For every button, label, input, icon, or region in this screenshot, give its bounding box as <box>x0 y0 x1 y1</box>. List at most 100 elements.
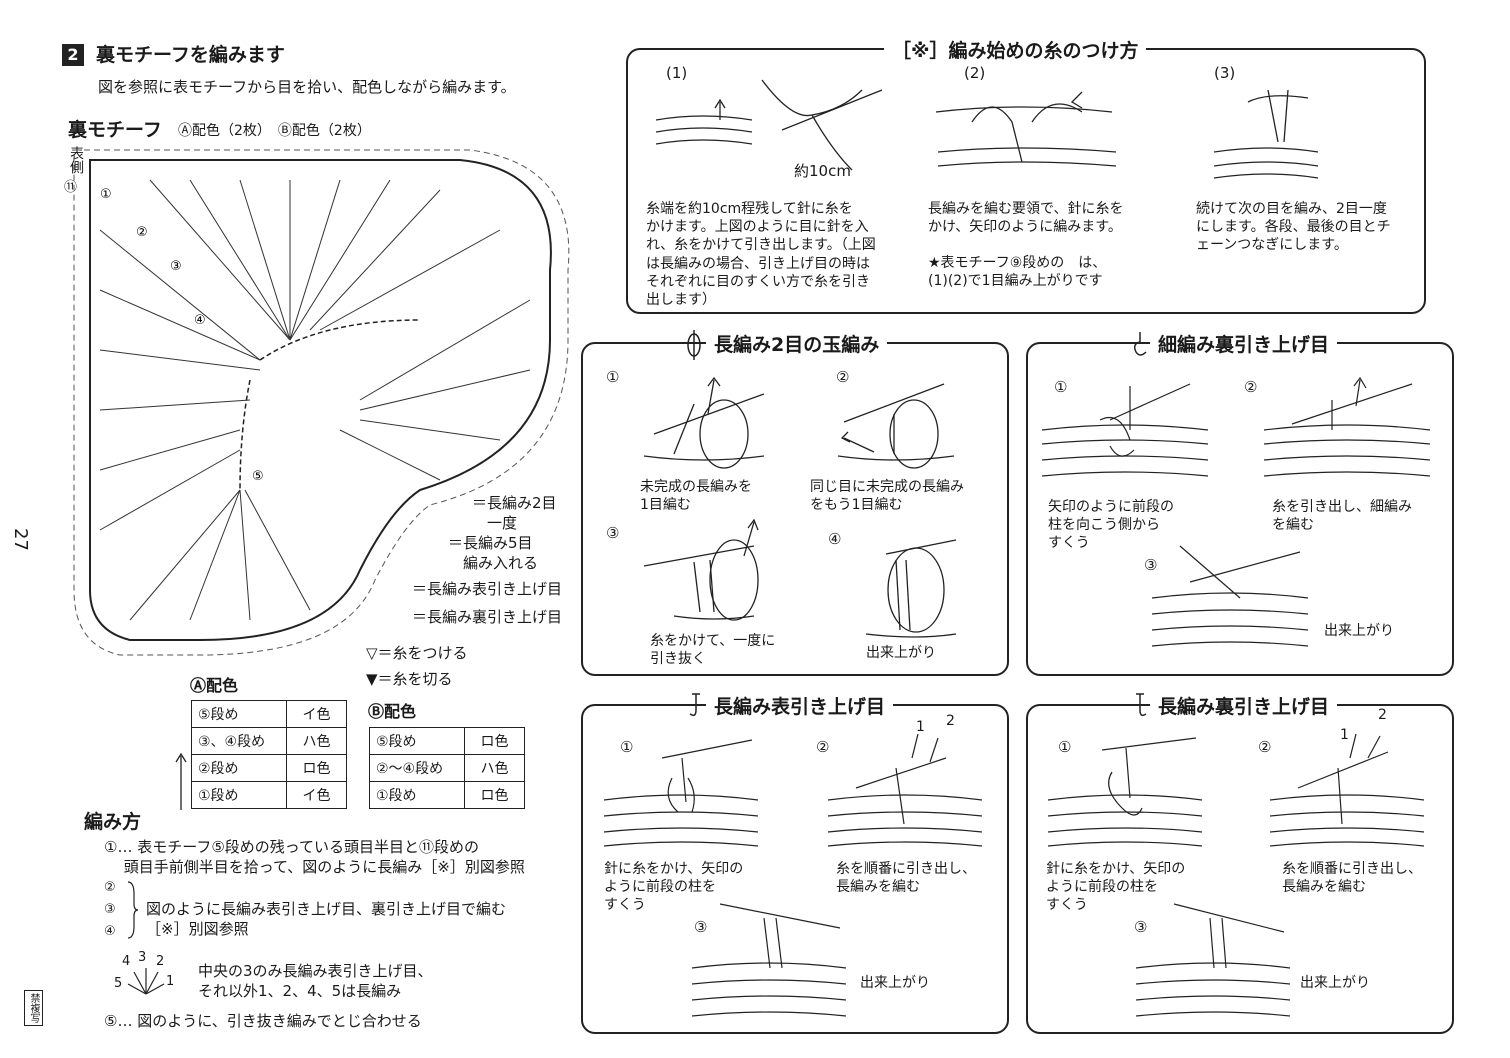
panel-fpdc-title: 長編み表引き上げ目 <box>706 692 894 719</box>
bpsc-step-2-text: 糸を引き出し、細編み を編む <box>1272 499 1412 534</box>
copyright-tag: 禁複写 <box>24 990 43 1026</box>
bpdc-icon <box>1136 693 1147 717</box>
puff-stitch-icon <box>687 330 701 360</box>
fpdc-step-2-illustration <box>827 733 983 847</box>
bpdc-step-3-illustration <box>1135 903 1291 1017</box>
bpsc-step-1-num: ① <box>1054 378 1068 396</box>
bpdc-step-1-illustration <box>1047 737 1203 847</box>
svg-text:⑤: ⑤ <box>252 469 264 484</box>
bpdc-arrow-2: 2 <box>1378 707 1387 723</box>
method-step-5: ⑤… 図のように、引き抜き編みでとじ合わせる <box>104 1012 422 1030</box>
table-row: ②〜④段めハ色 <box>369 754 525 782</box>
section-intro: 図を参照に表モチーフから目を拾い、配色しながら編みます。 <box>98 78 516 96</box>
puff-step-3-text: 糸をかけて、一度に 引き抜く <box>650 633 776 668</box>
method-title: 編み方 <box>84 811 142 833</box>
start-step-1-illustration <box>655 79 883 171</box>
fan-label-5: 5 <box>114 976 123 991</box>
svg-text:④: ④ <box>194 313 206 328</box>
start-star-note: ★表モチーフ⑨段めの は、 (1)(2)で1目編み上がりです <box>928 255 1107 290</box>
legend-item: ＝長編み裏引き上げ目 <box>412 608 563 626</box>
panel-puff-title: 長編み2目の玉編み <box>706 330 888 357</box>
start-step-2-text: 長編みを編む要領で、針に糸を かけ、矢印のように編みます。 <box>928 201 1124 236</box>
start-step-1-num: (1) <box>666 64 688 82</box>
start-step-1-text: 糸端を約10cm程残して針に糸を かけます。上図のように目に針を入 れ、糸をかけ… <box>646 201 876 308</box>
fpdc-arrow-1: 1 <box>916 719 925 735</box>
brace-icon <box>127 881 139 939</box>
bpsc-step-2-illustration <box>1263 376 1431 477</box>
panel-bpsc-title: 細編み裏引き上げ目 <box>1150 330 1338 357</box>
fan-label-2: 2 <box>156 954 165 969</box>
bpdc-step-1-num: ① <box>1058 738 1072 756</box>
legend-item: ▽＝糸をつける <box>366 644 468 662</box>
table-row: ①段めイ色 <box>191 781 347 809</box>
fpdc-step-3-illustration <box>691 903 847 1017</box>
start-step-2-num: (2) <box>964 64 986 82</box>
start-step-3-num: (3) <box>1214 64 1236 82</box>
puff-step-2-num: ② <box>836 368 850 386</box>
bpsc-step-3-illustration <box>1151 545 1309 647</box>
bpsc-icon <box>1133 332 1147 356</box>
fpdc-icon <box>689 693 700 717</box>
method-step-1: ①… 表モチーフ⑤段めの残っている頭目半目と⑪段めの 頭目手前側半目を拾って、図… <box>104 838 525 876</box>
fan-stitch-icon <box>127 968 165 995</box>
puff-step-4-text: 出来上がり <box>866 645 936 661</box>
start-step-3-text: 続けて次の目を編み、2目一度 にします。各段、最後の目とチ ェーンつなぎにします… <box>1196 201 1391 254</box>
bpdc-step-3-text: 出来上がり <box>1300 975 1370 991</box>
bpsc-step-3-num: ③ <box>1144 556 1158 574</box>
panel-start-title: ［※］編み始めの糸のつけ方 <box>884 36 1147 63</box>
legend-item: ＝長編み5目 編み入れる <box>448 534 539 572</box>
bpdc-step-3-num: ③ <box>1134 918 1148 936</box>
diagram-subtitle: Ⓐ配色（2枚） Ⓑ配色（2枚） <box>178 123 371 139</box>
bpdc-step-2-num: ② <box>1258 738 1272 756</box>
method-step-2: 図のように長編み表引き上げ目、裏引き上げ目で編む ［※］別図参照 <box>146 900 507 938</box>
fpdc-step-2-num: ② <box>816 738 830 756</box>
bpdc-step-2-text: 糸を順番に引き出し、 長編みを編む <box>1282 861 1422 896</box>
page-number: 27 <box>10 528 31 551</box>
table-row: ②段めロ色 <box>191 754 347 782</box>
legend-item: ＝長編み表引き上げ目 <box>412 580 563 598</box>
bpdc-arrow-1: 1 <box>1340 727 1349 743</box>
puff-step-4-illustration <box>865 539 957 638</box>
side-label: 表側 <box>68 146 84 174</box>
bpsc-step-3-text: 出来上がり <box>1324 623 1394 639</box>
method-step-2-label: ② <box>104 880 116 895</box>
puff-step-3-num: ③ <box>606 524 620 542</box>
fpdc-step-3-num: ③ <box>694 918 708 936</box>
table-row: ⑤段めイ色 <box>191 700 347 728</box>
up-arrow-icon <box>175 752 187 810</box>
panel-bpdc-title: 長編み裏引き上げ目 <box>1150 692 1338 719</box>
bpdc-step-1-text: 針に糸をかけ、矢印の ように前段の柱を すくう <box>1046 861 1186 914</box>
fpdc-step-1-illustration <box>603 739 759 847</box>
round-11-label: ⑪ <box>64 180 78 195</box>
section-title: 裏モチーフを編みます <box>96 44 285 66</box>
table-row: ①段めロ色 <box>369 781 525 809</box>
color-table-b-title: Ⓑ配色 <box>368 702 417 721</box>
start-step-1-note: 約10cm <box>794 162 851 180</box>
legend-item: ＝長編み2目 一度 <box>472 494 557 532</box>
bpsc-step-2-num: ② <box>1244 378 1258 396</box>
table-row: ⑤段めロ色 <box>369 727 525 755</box>
table-row: ③、④段めハ色 <box>191 727 347 755</box>
fpdc-step-1-text: 針に糸をかけ、矢印の ように前段の柱を すくう <box>604 861 744 914</box>
section-number: 2 <box>62 44 84 66</box>
fpdc-step-2-text: 糸を順番に引き出し、 長編みを編む <box>836 861 976 896</box>
legend-item: ▼＝糸を切る <box>366 670 453 688</box>
method-step-3-label: ③ <box>104 902 116 917</box>
start-step-3-illustration <box>1213 89 1319 179</box>
method-step-4-label: ④ <box>104 924 116 939</box>
diagram-title: 裏モチーフ <box>68 119 162 141</box>
color-table-b: ⑤段めロ色 ②〜④段めハ色 ①段めロ色 <box>369 727 525 809</box>
puff-step-2-illustration <box>837 383 955 469</box>
svg-text:②: ② <box>136 225 148 240</box>
puff-step-3-illustration <box>643 518 759 621</box>
fpdc-step-3-text: 出来上がり <box>860 975 930 991</box>
puff-step-1-num: ① <box>606 368 620 386</box>
fan-label-3: 3 <box>138 950 147 965</box>
fan-note: 中央の3のみ長編み表引き上げ目、 それ以外1、2、4、5は長編み <box>198 962 433 1000</box>
bpdc-step-2-illustration <box>1269 733 1425 847</box>
fpdc-arrow-2: 2 <box>946 713 955 729</box>
puff-step-1-text: 未完成の長編みを 1目編む <box>640 479 752 514</box>
svg-text:①: ① <box>100 187 112 202</box>
fan-label-1: 1 <box>166 974 175 989</box>
puff-step-4-num: ④ <box>828 530 842 548</box>
